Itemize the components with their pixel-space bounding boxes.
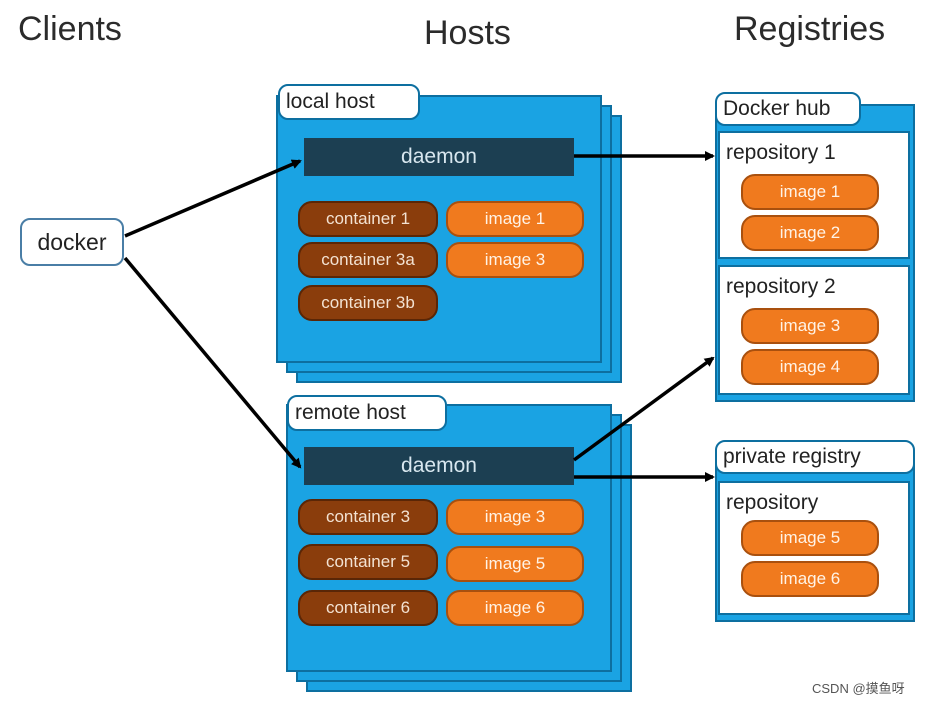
clients-title: Clients [18, 10, 122, 48]
private-registry-label: private registry [715, 440, 915, 474]
watermark: CSDN @摸鱼呀 [812, 681, 905, 696]
local-container-3a[interactable]: container 3a [298, 242, 438, 278]
local-container-1[interactable]: container 1 [298, 201, 438, 237]
private-image-6[interactable]: image 6 [741, 561, 879, 597]
hub-image-1[interactable]: image 1 [741, 174, 879, 210]
hosts-title: Hosts [424, 14, 511, 52]
hub-image-3[interactable]: image 3 [741, 308, 879, 344]
docker-client[interactable]: docker [20, 218, 124, 266]
local-image-1[interactable]: image 1 [446, 201, 584, 237]
arrow-remote-daemon-to-repo2 [572, 356, 715, 462]
arrow-docker-to-local-daemon [124, 159, 302, 238]
registries-title: Registries [734, 10, 886, 48]
local-host-label: local host [278, 84, 420, 120]
remote-host-label: remote host [287, 395, 447, 431]
remote-daemon[interactable]: daemon [304, 447, 574, 485]
hub-image-4[interactable]: image 4 [741, 349, 879, 385]
remote-image-6[interactable]: image 6 [446, 590, 584, 626]
arrow-docker-to-remote-daemon [123, 256, 302, 469]
remote-container-3[interactable]: container 3 [298, 499, 438, 535]
local-container-3b[interactable]: container 3b [298, 285, 438, 321]
repository-2-label: repository 2 [726, 275, 836, 298]
hub-image-2[interactable]: image 2 [741, 215, 879, 251]
repository-1-label: repository 1 [726, 141, 836, 164]
remote-image-3[interactable]: image 3 [446, 499, 584, 535]
private-image-5[interactable]: image 5 [741, 520, 879, 556]
private-repository-label: repository [726, 491, 819, 514]
local-daemon[interactable]: daemon [304, 138, 574, 176]
remote-container-6[interactable]: container 6 [298, 590, 438, 626]
remote-container-5[interactable]: container 5 [298, 544, 438, 580]
local-image-3[interactable]: image 3 [446, 242, 584, 278]
docker-hub-label: Docker hub [715, 92, 861, 126]
remote-image-5[interactable]: image 5 [446, 546, 584, 582]
